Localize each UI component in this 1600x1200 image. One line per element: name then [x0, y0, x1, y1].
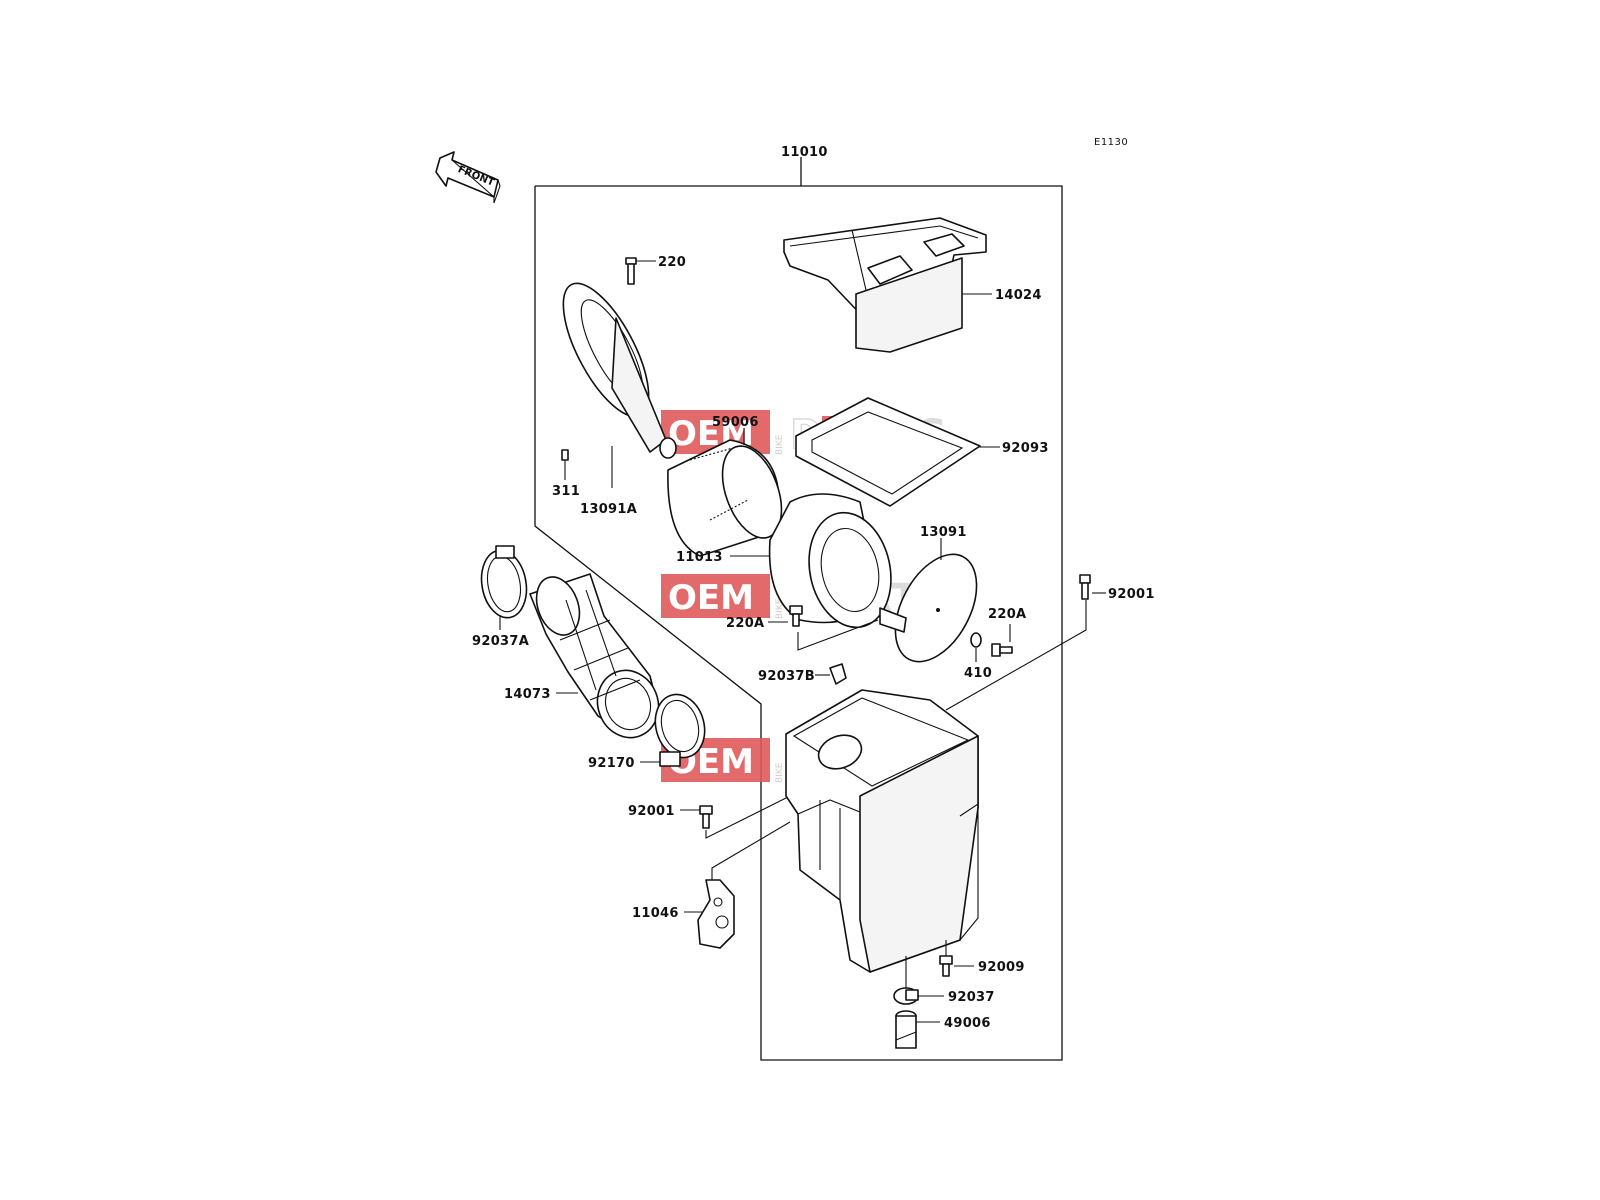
part-label-311: 311	[552, 484, 580, 499]
front-arrow-icon: FRONT	[435, 151, 501, 204]
part-label-92001-left: 92001	[628, 804, 675, 819]
screw-220a-right	[991, 643, 1013, 657]
part-label-92170: 92170	[588, 756, 635, 771]
svg-text:BIKE: BIKE	[775, 598, 785, 619]
part-label-14024: 14024	[995, 288, 1042, 303]
part-label-92037: 92037	[948, 990, 995, 1005]
assembly-label: 11010	[781, 145, 828, 160]
clamp-92170	[654, 693, 706, 767]
drain-cap-49006	[895, 1010, 917, 1049]
part-label-410: 410	[964, 666, 992, 681]
part-label-11046: 11046	[632, 906, 679, 921]
diagram-code: E1130	[1094, 137, 1128, 148]
part-label-92009: 92009	[978, 960, 1025, 975]
part-label-49006: 49006	[944, 1016, 991, 1031]
bracket-11046	[697, 879, 735, 949]
filter-holder-13091	[879, 553, 978, 663]
intake-duct-14073	[529, 573, 661, 739]
screw-220	[625, 257, 637, 285]
part-label-13091a: 13091A	[580, 502, 637, 517]
part-label-220: 220	[658, 255, 686, 270]
part-label-92001-right: 92001	[1108, 587, 1155, 602]
bolt-92001-right	[1079, 574, 1091, 600]
part-label-92037a: 92037A	[472, 634, 529, 649]
air-box-case	[785, 689, 979, 973]
gasket-92093	[795, 397, 981, 507]
svg-text:BIKE: BIKE	[775, 762, 785, 783]
bolt-92001-left	[699, 805, 713, 829]
part-label-11013: 11013	[676, 550, 723, 565]
air-box-cover	[783, 217, 987, 353]
part-label-59006: 59006	[712, 415, 759, 430]
part-label-13091: 13091	[920, 525, 967, 540]
pin-311	[561, 449, 569, 461]
part-label-92037b: 92037B	[758, 669, 815, 684]
part-label-92093: 92093	[1002, 441, 1049, 456]
washer-410	[970, 632, 982, 648]
part-label-14073: 14073	[504, 687, 551, 702]
air-filter-11013	[768, 493, 892, 629]
screw-220a-left	[789, 605, 803, 627]
screw-92009	[939, 955, 953, 977]
clamp-92037b	[829, 663, 847, 685]
assembly-frame	[534, 157, 1063, 1061]
part-label-220a-left: 220A	[726, 616, 764, 631]
filter-holder-13091a	[562, 282, 677, 459]
svg-text:OEM: OEM	[668, 578, 754, 618]
svg-text:BIKE: BIKE	[775, 434, 785, 455]
filter-sponge-59006	[667, 439, 783, 557]
clamp-92037a	[480, 545, 528, 619]
clamp-92037	[893, 987, 919, 1005]
part-label-220a-right: 220A	[988, 607, 1026, 622]
